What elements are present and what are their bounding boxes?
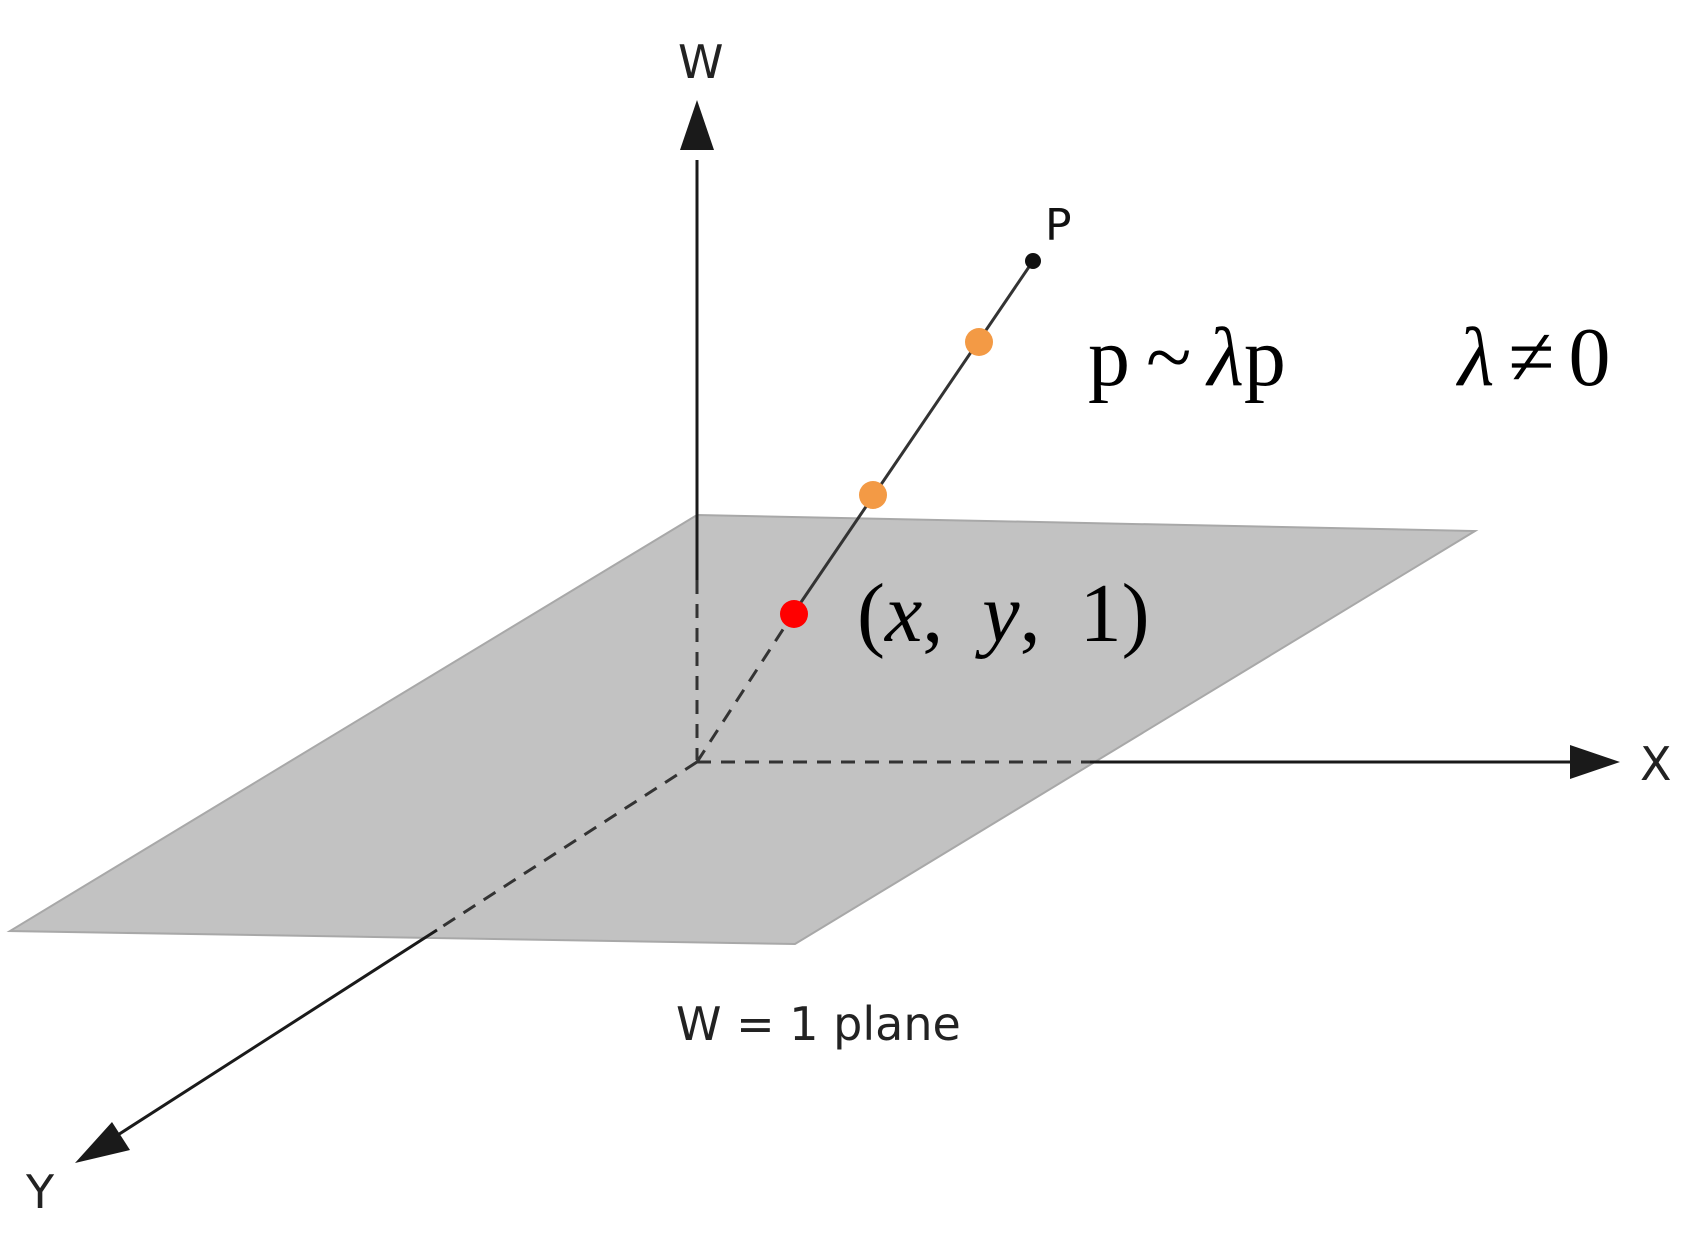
y-axis-arrowhead bbox=[75, 1122, 130, 1163]
open-paren: ( bbox=[857, 567, 885, 660]
close-paren: ) bbox=[1122, 567, 1150, 660]
scaled-point-upper bbox=[965, 328, 993, 356]
ray-line bbox=[791, 260, 1035, 615]
cond-value: 0 bbox=[1569, 311, 1611, 404]
w1-plane bbox=[6, 513, 1479, 946]
plane-label: W = 1 plane bbox=[676, 997, 961, 1051]
y-axis-dashed bbox=[436, 760, 698, 932]
y-axis-label: Y bbox=[25, 1165, 55, 1219]
x-axis-label: X bbox=[1640, 737, 1672, 791]
point-p-label: P bbox=[1045, 200, 1072, 251]
scaled-point-lower bbox=[859, 481, 887, 509]
comma-1: , bbox=[922, 567, 964, 660]
x-axis-arrowhead bbox=[1570, 745, 1620, 779]
projected-point-label: (x, y, 1) bbox=[857, 567, 1150, 660]
equivalence-equation: p~λp bbox=[1088, 311, 1286, 404]
ray-dashed bbox=[695, 613, 795, 763]
projected-point bbox=[780, 600, 808, 628]
w-axis-arrowhead bbox=[680, 100, 714, 150]
w-value: 1 bbox=[1080, 567, 1122, 660]
eq-relation: ~ bbox=[1146, 311, 1191, 404]
eq-rhs: p bbox=[1244, 311, 1286, 404]
y-axis bbox=[109, 928, 438, 1142]
w-axis-label: W bbox=[678, 35, 723, 89]
condition-equation: λ≠0 bbox=[1455, 311, 1611, 404]
y-symbol: y bbox=[974, 567, 1020, 660]
x-symbol: x bbox=[883, 567, 922, 660]
cond-scalar: λ bbox=[1455, 311, 1494, 404]
eq-lhs: p bbox=[1088, 311, 1130, 404]
comma-2: , bbox=[1020, 567, 1062, 660]
eq-scalar: λ bbox=[1204, 311, 1243, 404]
point-p bbox=[1025, 253, 1041, 269]
cond-relation: ≠ bbox=[1508, 311, 1554, 404]
